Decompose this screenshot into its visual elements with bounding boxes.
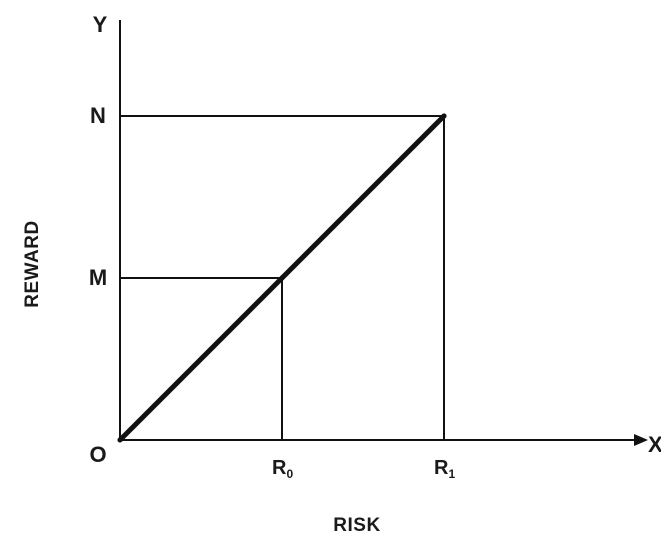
data-point-1 xyxy=(279,275,285,281)
guide-lines xyxy=(120,115,445,440)
axes xyxy=(119,20,648,446)
y-axis-title: REWARD xyxy=(22,220,43,307)
data-point-0 xyxy=(117,437,123,443)
y-tick-label-m: M xyxy=(89,265,107,290)
x-axis-title: RISK xyxy=(333,515,380,536)
x-tick-label-1: R1 xyxy=(434,457,455,481)
x-axis-letter: X xyxy=(648,432,661,457)
data-point-2 xyxy=(441,113,447,119)
x-tick-label-0: R0 xyxy=(272,457,293,481)
y-tick-label-n: N xyxy=(90,103,106,128)
origin-label: O xyxy=(89,442,106,467)
y-axis-letter: Y xyxy=(93,12,108,37)
x-axis-arrowhead xyxy=(634,434,648,446)
labels: Y X O RISK REWARD M N R0 R1 xyxy=(22,12,661,536)
series xyxy=(117,113,447,443)
